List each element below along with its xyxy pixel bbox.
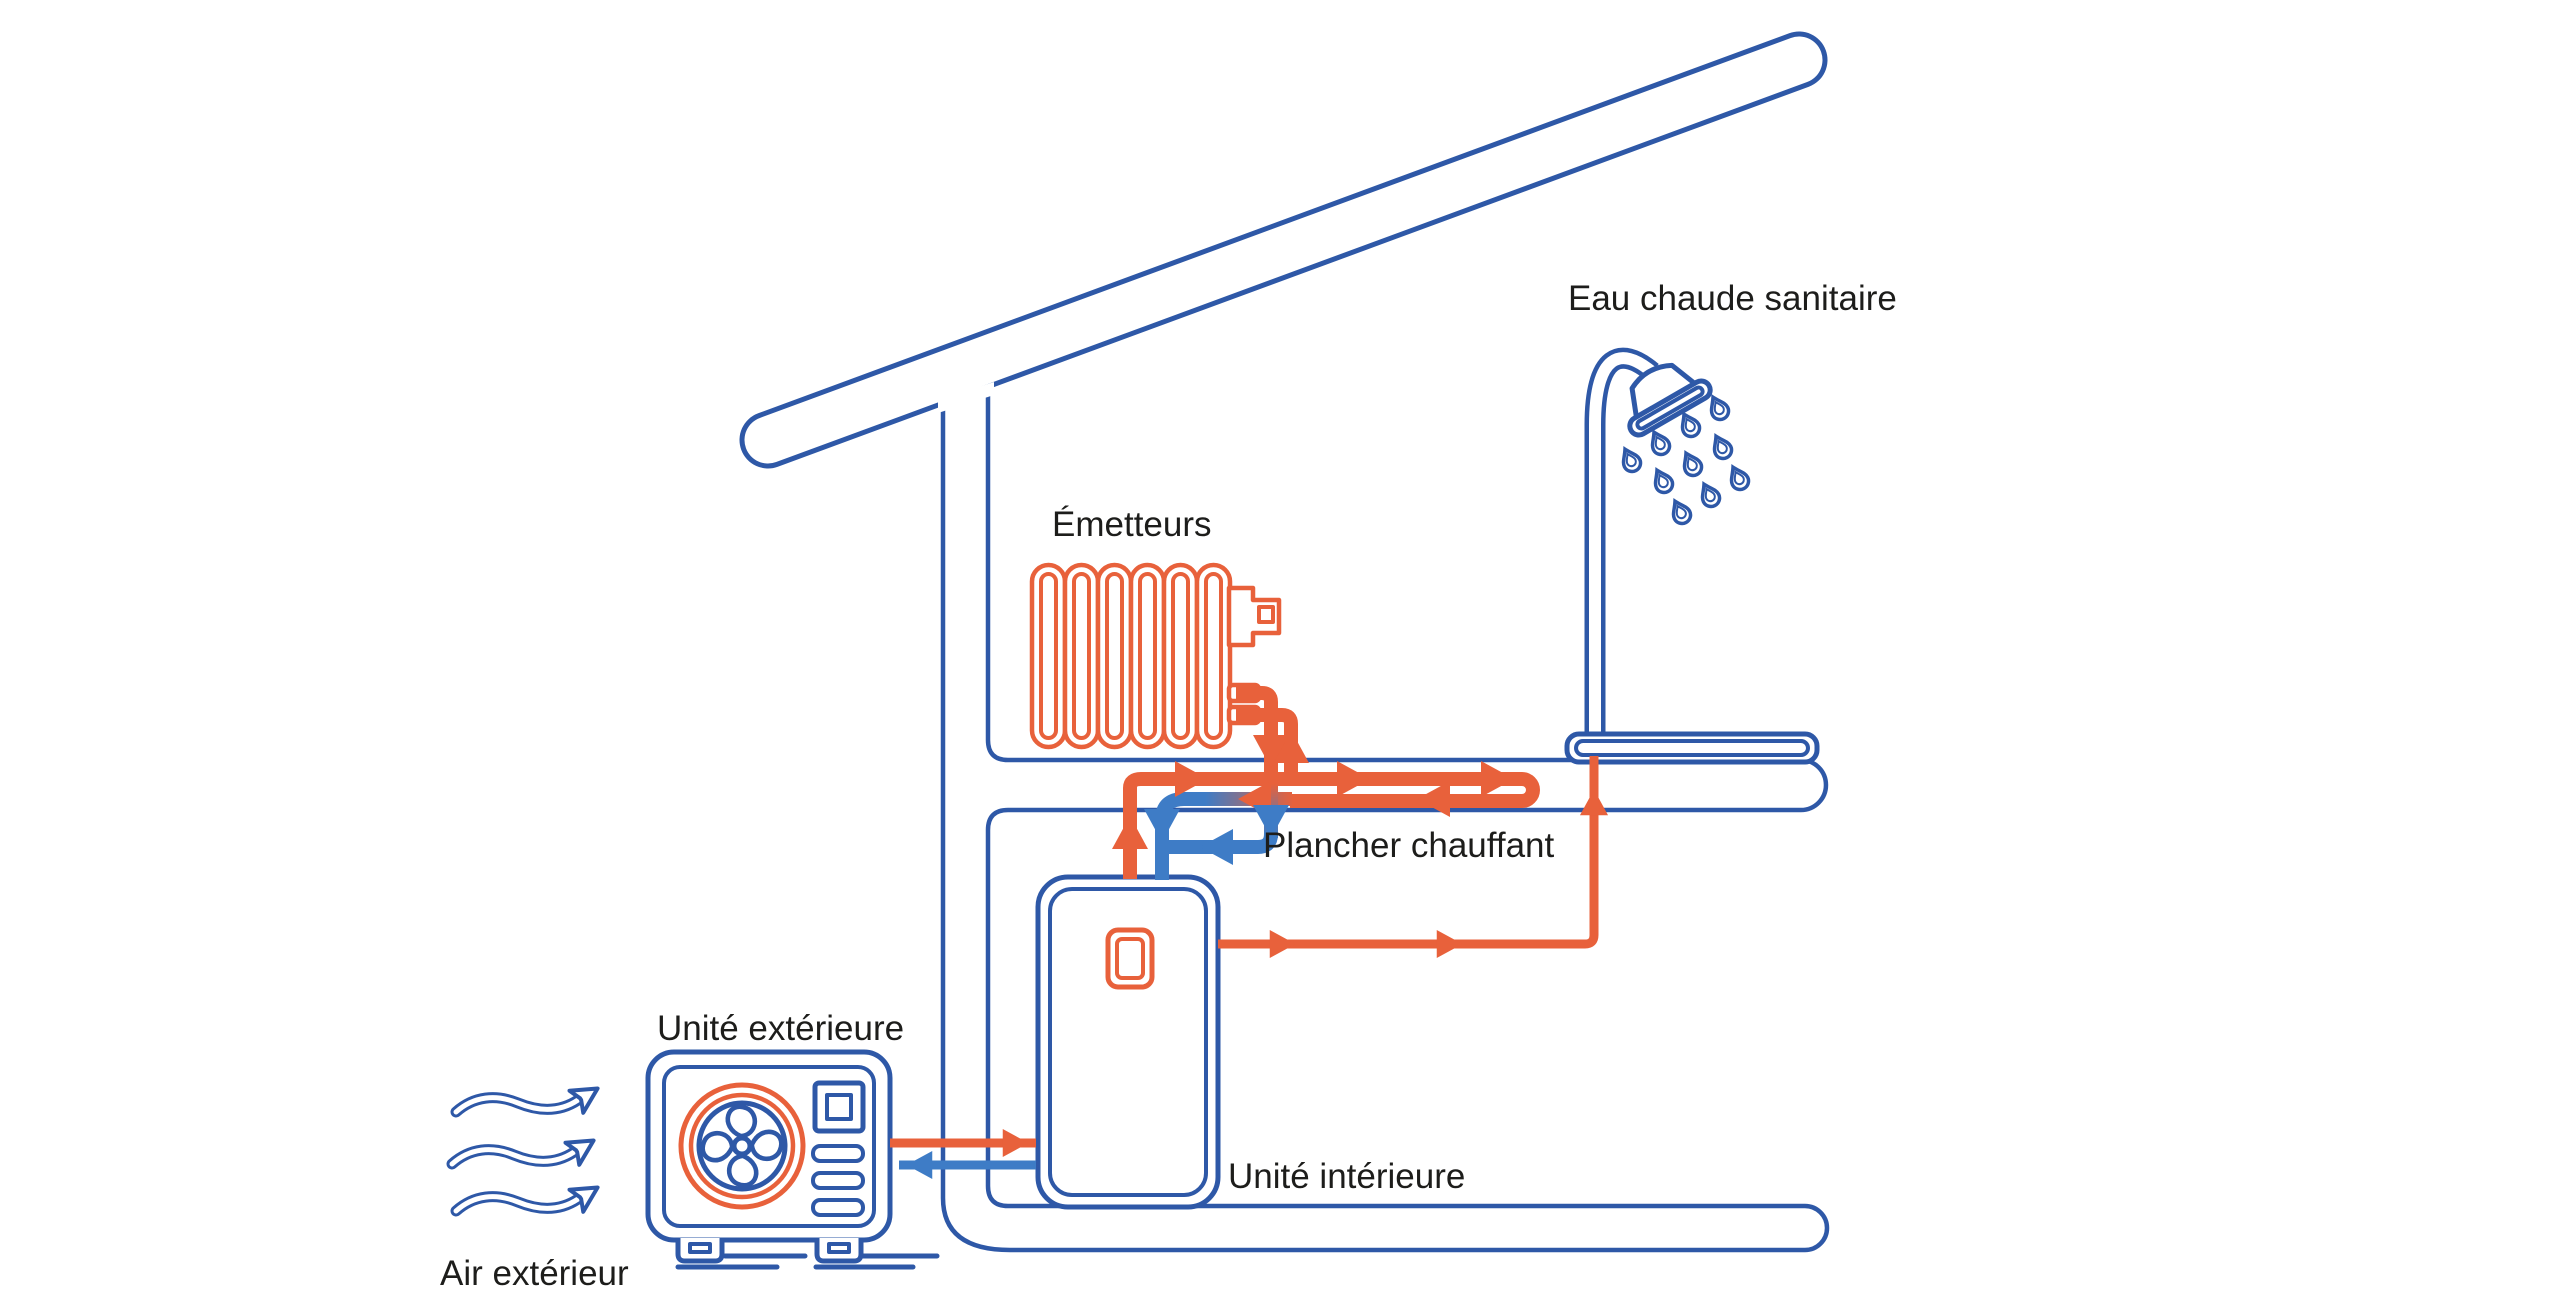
roof-beam <box>739 31 1828 469</box>
indoor-unit-display <box>1105 927 1155 990</box>
unit-feet <box>675 1238 864 1264</box>
wave-arrow-icon <box>456 1077 604 1112</box>
label-unite-interieure: Unité intérieure <box>1228 1157 1465 1196</box>
label-emetteurs: Émetteurs <box>1052 505 1212 544</box>
pipe-radiator-return-top <box>1236 686 1278 786</box>
fan-icon <box>678 1082 806 1210</box>
ground-lines <box>675 1253 940 1270</box>
vent-slats <box>811 1144 865 1217</box>
label-unite-exterieure: Unité extérieure <box>657 1009 904 1048</box>
label-eau-chaude-sanitaire: Eau chaude sanitaire <box>1568 279 1897 318</box>
shower-pipe <box>1584 347 1659 746</box>
shower-head <box>1627 362 1713 438</box>
shower-tray <box>1564 731 1820 765</box>
pipe-radiator-supply <box>1236 708 1298 786</box>
hydraulic-pipes <box>890 686 1599 1170</box>
house-section-icon <box>739 31 1830 1253</box>
air-flow-icon <box>452 1077 604 1211</box>
pipe-hot-water-shower <box>1218 756 1599 949</box>
wave-arrow-icon <box>456 1176 604 1211</box>
pipe-floor-supply <box>1123 772 1540 879</box>
wave-arrow-icon <box>452 1129 600 1164</box>
label-plancher-chauffant: Plancher chauffant <box>1263 826 1555 865</box>
outdoor-unit-icon <box>645 1049 940 1270</box>
indoor-unit-icon <box>1035 874 1221 1210</box>
radiator-icon <box>1029 562 1282 750</box>
radiator-valve <box>1226 585 1282 648</box>
shower-icon <box>1564 347 1820 765</box>
label-air-exterieur: Air extérieur <box>440 1254 629 1293</box>
control-panel <box>812 1080 866 1134</box>
